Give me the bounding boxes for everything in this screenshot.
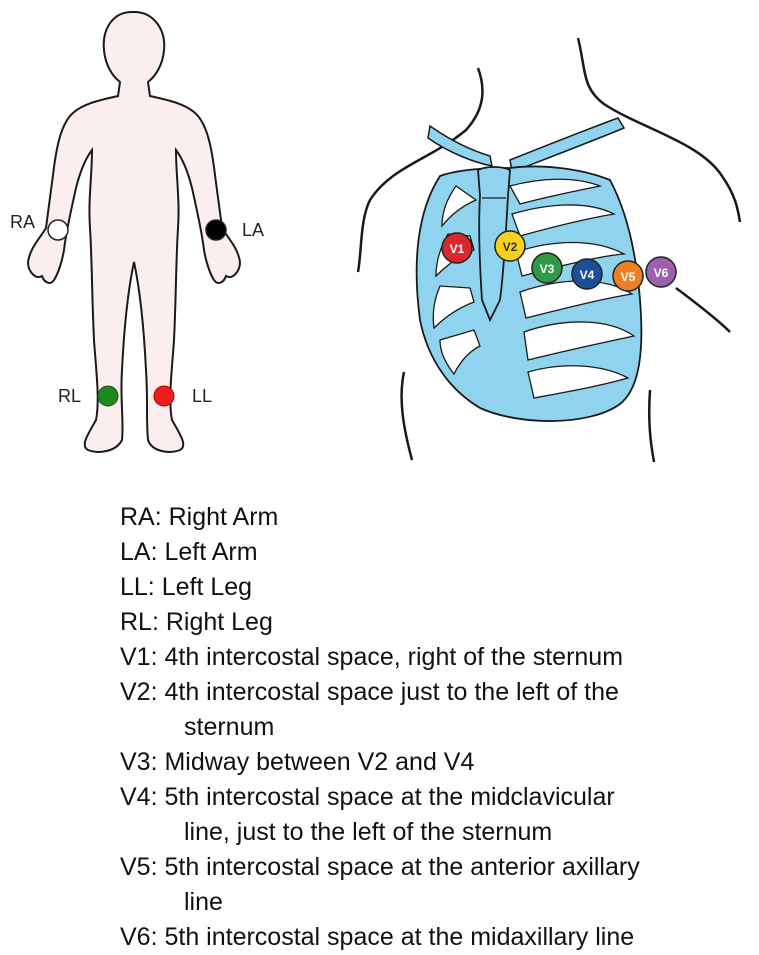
electrode-v2: V2 [494, 230, 526, 262]
electrode-v6-label: V6 [654, 266, 669, 280]
electrode-rl [97, 385, 119, 407]
electrode-v1: V1 [441, 232, 473, 264]
electrode-ll [153, 385, 175, 407]
chest-electrodes-layer: V1 V2 V3 V4 V5 V6 [441, 230, 677, 292]
electrode-v4-label: V4 [580, 268, 595, 282]
electrode-v1-label: V1 [450, 242, 465, 256]
electrode-v6: V6 [645, 256, 677, 288]
figure-svg [26, 11, 742, 463]
label-la: LA [242, 220, 265, 240]
legend-item-v5-cont: line [184, 888, 223, 916]
electrode-v2-label: V2 [503, 240, 518, 254]
electrode-ra [47, 219, 69, 241]
legend-item-v6: V6: 5th intercostal space at the midaxil… [120, 923, 635, 951]
legend-item-v2-cont: sternum [184, 713, 275, 741]
electrode-v5: V5 [612, 260, 644, 292]
legend-item-v4-cont: line, just to the left of the sternum [184, 818, 553, 846]
label-ll: LL [192, 386, 213, 406]
electrode-la [205, 219, 227, 241]
legend-item-v1: V1: 4th intercostal space, right of the … [120, 643, 624, 671]
legend-item-v4: V4: 5th intercostal space at the midclav… [120, 783, 615, 811]
legend-item-v2: V2: 4th intercostal space just to the le… [120, 678, 619, 706]
legend: RA: Right Arm LA: Left Arm LL: Left Leg … [120, 500, 740, 955]
ecg-placement-figure: V1 V2 V3 V4 V5 V6 RA LA RL LL [0, 0, 759, 470]
legend-item-ra: RA: Right Arm [120, 503, 279, 531]
body-silhouette [26, 11, 242, 453]
legend-item-rl: RL: Right Leg [120, 608, 273, 636]
electrode-v3-label: V3 [540, 262, 555, 276]
limb-electrodes-layer [47, 219, 227, 407]
label-ra: RA [10, 212, 36, 232]
electrode-v4: V4 [571, 258, 603, 290]
legend-item-v5: V5: 5th intercostal space at the anterio… [120, 853, 640, 881]
electrode-v3: V3 [531, 252, 563, 284]
legend-item-ll: LL: Left Leg [120, 573, 253, 601]
legend-item-la: LA: Left Arm [120, 538, 258, 566]
electrode-v5-label: V5 [621, 270, 636, 284]
label-rl: RL [58, 386, 82, 406]
legend-item-v3: V3: Midway between V2 and V4 [120, 748, 475, 776]
